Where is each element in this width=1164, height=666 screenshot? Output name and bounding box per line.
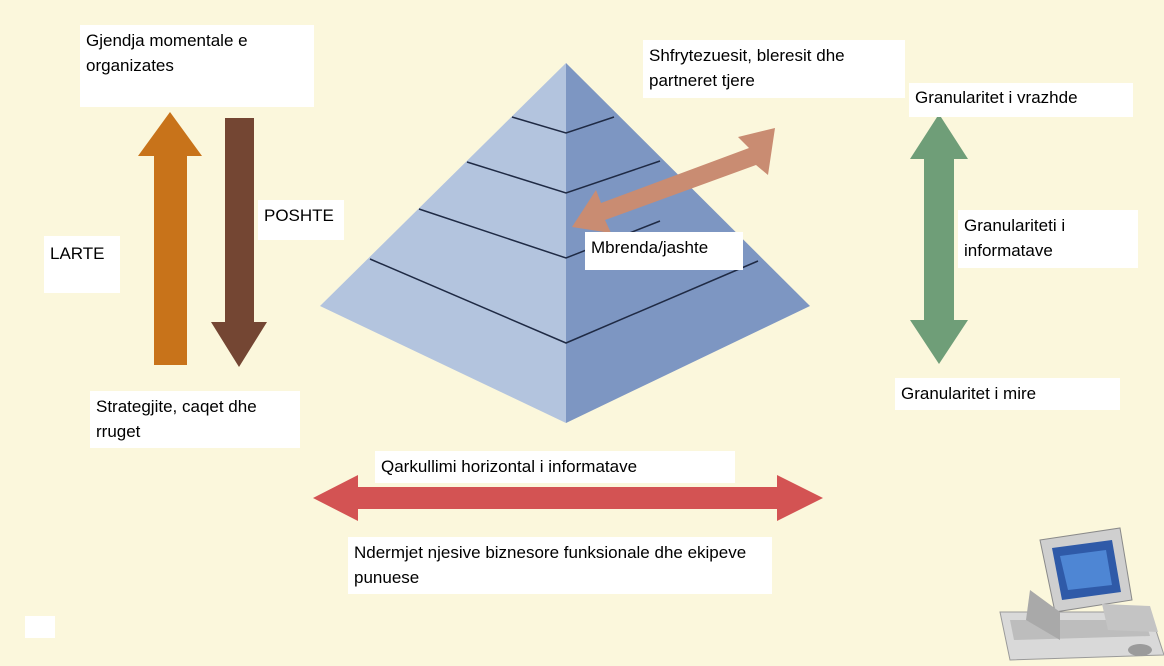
coarse-granularity-label: Granularitet i vrazhde	[909, 83, 1133, 117]
granularity-arrow	[910, 114, 968, 364]
horizontal-flow-arrow	[313, 475, 823, 521]
pyramid-left-face	[320, 63, 566, 423]
strategies-label: Strategjite, caqet dhe rruget	[90, 391, 300, 448]
pyramid-level-line	[466, 160, 661, 194]
up-label: LARTE	[44, 236, 120, 293]
between-units-label: Ndermjet njesive biznesore funksionale d…	[348, 537, 772, 594]
users-partners-label: Shfrytezuesit, bleresit dhe partneret tj…	[643, 40, 905, 98]
inside-outside-label: Mbrenda/jashte	[585, 232, 743, 270]
pyramid-level-line	[511, 116, 615, 134]
down-arrow	[211, 118, 267, 367]
blank-box	[25, 616, 55, 638]
current-state-label: Gjendja momentale e organizates	[80, 25, 314, 107]
information-granularity-label: Granulariteti i informatave	[958, 210, 1138, 268]
pyramid-level-line	[369, 258, 759, 344]
down-label: POSHTE	[258, 200, 344, 240]
up-arrow	[138, 112, 202, 365]
computer-icon	[999, 527, 1164, 661]
inside-outside-arrow	[572, 128, 775, 233]
horizontal-flow-label: Qarkullimi horizontal i informatave	[375, 451, 735, 483]
fine-granularity-label: Granularitet i mire	[895, 378, 1120, 410]
